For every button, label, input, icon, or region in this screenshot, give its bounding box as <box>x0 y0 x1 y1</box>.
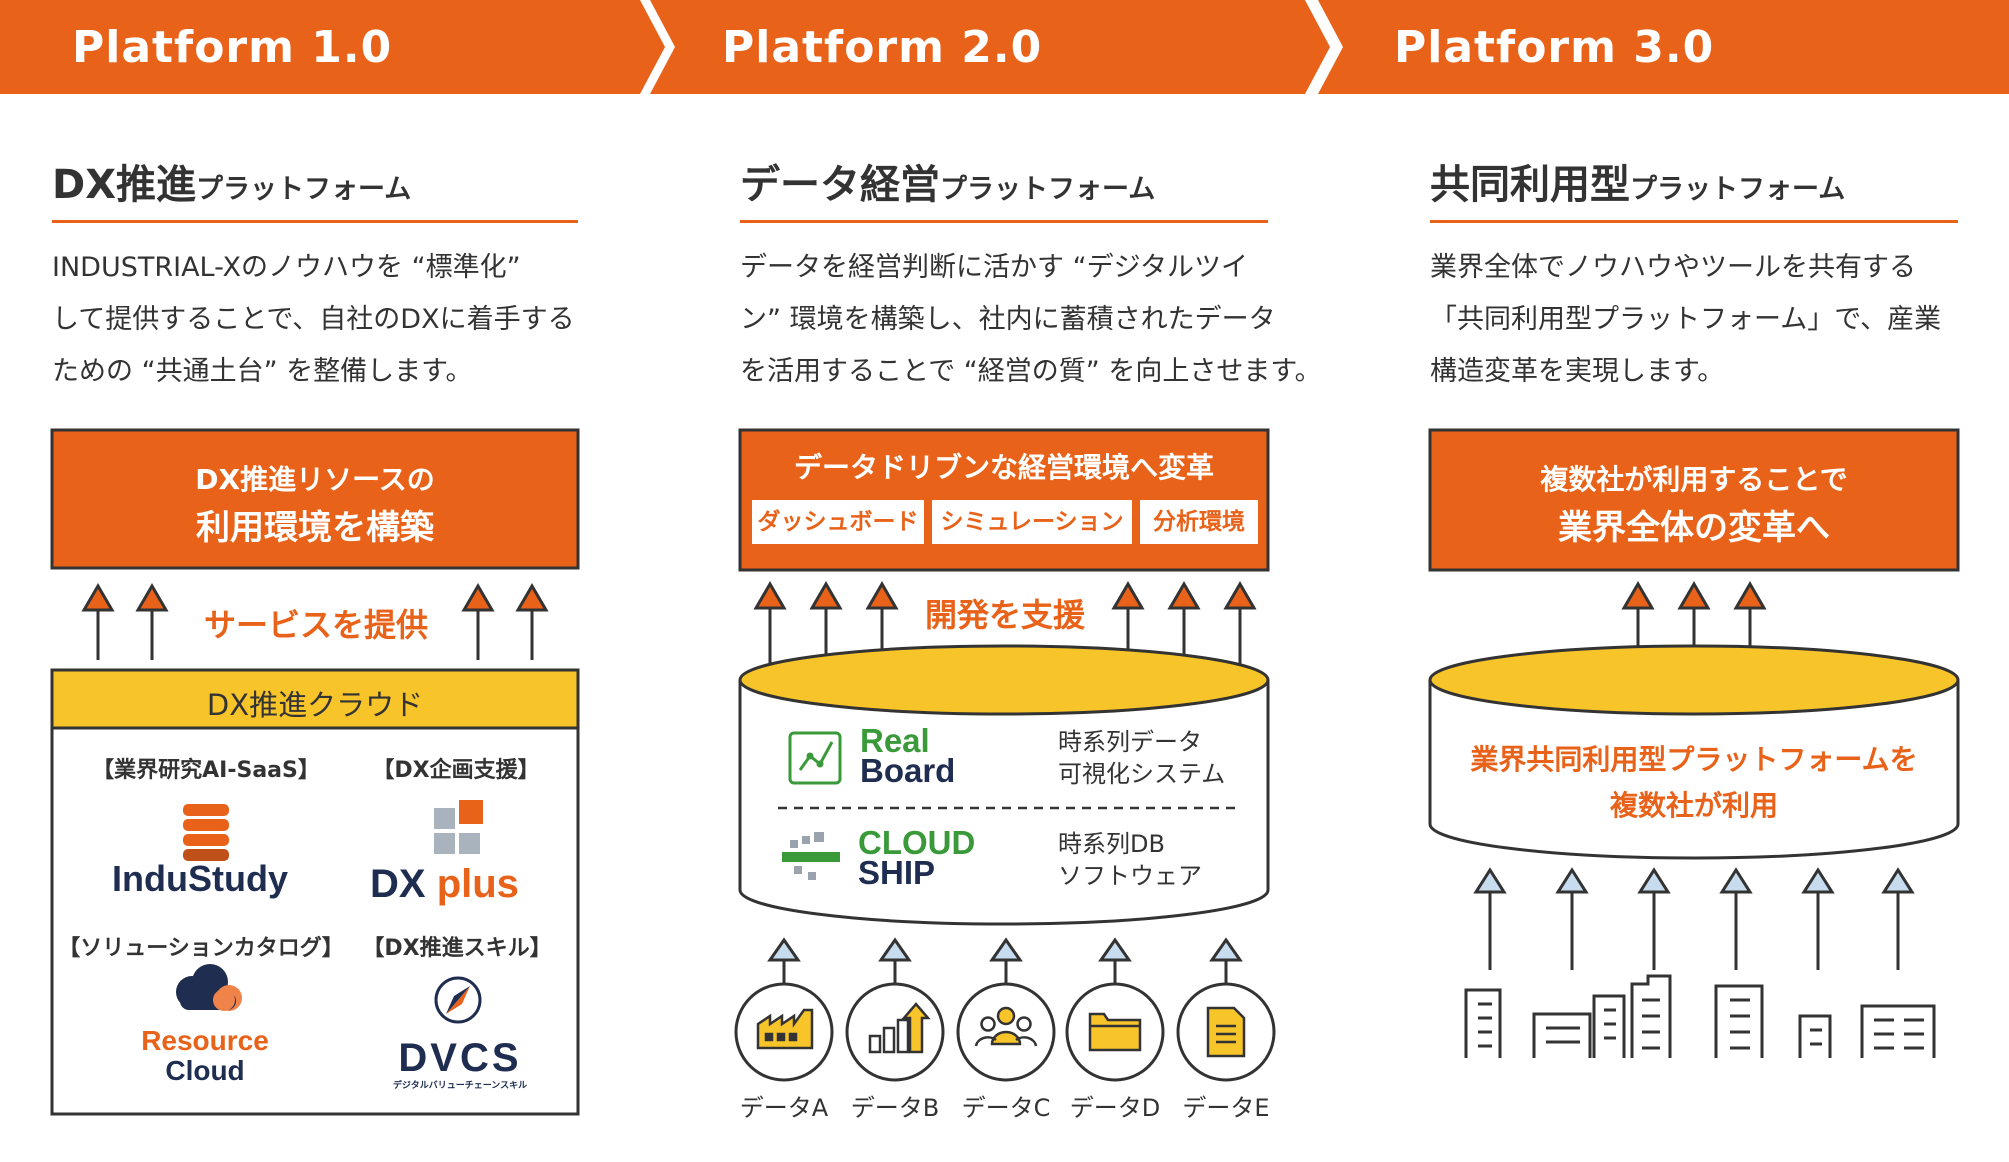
realboard-desc-line2: 可視化システム <box>1058 760 1226 788</box>
col1-top-box-line1: DX推進リソースの <box>195 463 435 496</box>
data-source-label: データE <box>1182 1094 1270 1122</box>
database-icon <box>183 804 229 861</box>
col2-heading: データ経営プラットフォーム <box>740 152 1155 210</box>
resource-cloud-logo-line2: Cloud <box>165 1055 245 1086</box>
cloudship-desc-line1: 時系列DB <box>1058 830 1165 858</box>
col2-description: データを経営判断に活かす “デジタルツイ ン” 環境を構築し、社内に蓄積されたデ… <box>740 242 1322 398</box>
folder-icon <box>1088 1012 1142 1052</box>
col1-heading-main: DX推進 <box>52 162 197 208</box>
industudy-logo: InduStudy <box>112 858 288 899</box>
col3-divider <box>1430 220 1958 223</box>
band-label-platform-3: Platform 3.0 <box>1394 22 1715 73</box>
col3-top-box-line1: 複数社が利用することで <box>1540 463 1848 496</box>
realboard-desc: 時系列データ 可視化システム <box>1058 726 1225 790</box>
realboard-logo-line2: Board <box>860 752 956 789</box>
resource-cloud-logo: Resource Cloud <box>110 1026 300 1086</box>
cloudship-logo-line1: CLOUD <box>858 824 976 861</box>
dvcs-logo: DVCS <box>398 1036 522 1080</box>
dvcs-logo-caption: デジタルバリューチェーンスキル <box>392 1081 528 1091</box>
compass-icon <box>434 976 482 1024</box>
factory-icon <box>756 1008 814 1050</box>
col1-heading: DX推進プラットフォーム <box>52 152 411 210</box>
col2-desc-line: データを経営判断に活かす “デジタルツイ <box>740 252 1249 283</box>
tag-analysis: 分析環境 <box>1140 500 1258 544</box>
col1-desc-line: INDUSTRIAL-Xのノウハウを “標準化” <box>52 252 521 283</box>
cloudship-desc-line2: ソフトウェア <box>1058 862 1202 890</box>
growth-chart-icon <box>868 1002 931 1054</box>
col3-cylinder-line1: 業界共同利用型プラットフォームを <box>1470 743 1918 776</box>
col2-desc-line: を活用することで “経営の質” を向上させます。 <box>740 356 1322 387</box>
cloudship-logo-line2: SHIP <box>858 854 936 891</box>
document-icon <box>1206 1006 1246 1058</box>
col2-heading-sub: プラットフォーム <box>940 174 1156 205</box>
col3-cylinder <box>1428 644 1960 860</box>
col3-up-arrows <box>1621 581 1767 672</box>
col2-top-box-title: データドリブンな経営環境へ変革 <box>793 451 1214 484</box>
col3-heading-main: 共同利用型 <box>1430 162 1630 208</box>
col3-desc-line: 構造変革を実現します。 <box>1430 356 1725 387</box>
col3-top-box <box>1428 428 1960 572</box>
ship-icon <box>782 832 840 880</box>
col3-cylinder-line2: 複数社が利用 <box>1609 789 1778 822</box>
blocks-icon <box>434 800 483 854</box>
col2-divider <box>740 220 1268 223</box>
col3-description: 業界全体でノウハウやツールを共有する 「共同利用型プラットフォーム」で、産業 構… <box>1430 242 1941 398</box>
col3-company-arrows <box>1473 867 1915 970</box>
realboard-logo: Real Board <box>860 722 956 789</box>
col1-item-category: 【DX企画支援】 <box>372 758 540 783</box>
col1-divider <box>52 220 578 223</box>
data-source-label: データA <box>739 1094 829 1122</box>
dxplus-logo-sub: plus <box>436 862 519 906</box>
realboard-desc-line1: 時系列データ <box>1058 728 1202 756</box>
people-icon <box>974 1006 1038 1047</box>
col3-top-box-line2: 業界全体の変革へ <box>1558 508 1830 548</box>
col1-top-box-line2: 利用環境を構築 <box>196 508 434 548</box>
col1-item-category: 【ソリューションカタログ】 <box>58 936 344 961</box>
col1-cloud-header: DX推進クラウド <box>206 688 424 722</box>
col2-source-arrows <box>767 937 1243 986</box>
band-platform-1 <box>0 0 665 94</box>
col1-top-box <box>50 428 580 570</box>
band-platform-2 <box>650 0 1330 94</box>
data-source-label: データC <box>961 1094 1051 1122</box>
col2-cylinder <box>738 644 1270 926</box>
col3-desc-line: 業界全体でノウハウやツールを共有する <box>1430 252 1916 283</box>
dxplus-logo-main: DX <box>370 862 426 906</box>
col1-desc-line: ための “共通土台” を整備します。 <box>52 356 473 387</box>
col2-desc-line: ン” 環境を構築し、社内に蓄積されたデータ <box>740 304 1276 335</box>
buildings-icon <box>1464 974 1936 1058</box>
col2-heading-main: データ経営 <box>740 162 940 208</box>
dxplus-logo: DX plus <box>370 862 519 907</box>
band-platform-3 <box>1318 0 2009 94</box>
resource-cloud-logo-line1: Resource <box>141 1025 269 1056</box>
cloudship-logo: CLOUD SHIP <box>858 824 976 891</box>
col3-desc-line: 「共同利用型プラットフォーム」で、産業 <box>1430 304 1942 335</box>
tag-simulation: シミュレーション <box>932 500 1132 544</box>
cloud-icon <box>176 964 242 1011</box>
cloudship-desc: 時系列DB ソフトウェア <box>1058 828 1202 892</box>
col1-desc-line: して提供することで、自社のDXに着手する <box>52 304 575 335</box>
col3-heading: 共同利用型プラットフォーム <box>1430 152 1845 210</box>
col1-arrow-label: サービスを提供 <box>203 606 428 644</box>
data-source-label: データD <box>1069 1094 1161 1122</box>
band-label-platform-2: Platform 2.0 <box>722 22 1043 73</box>
col2-up-arrows <box>753 581 1257 672</box>
col2-arrow-label: 開発を支援 <box>924 596 1085 634</box>
band-label-platform-1: Platform 1.0 <box>72 22 393 73</box>
data-source-label: データB <box>850 1094 940 1122</box>
col3-heading-sub: プラットフォーム <box>1630 174 1846 205</box>
col1-item-category: 【業界研究AI-SaaS】 <box>92 758 320 783</box>
col1-item-category: 【DX推進スキル】 <box>362 936 552 961</box>
tag-dashboard: ダッシュボード <box>752 500 924 544</box>
col1-cloud-box <box>50 726 580 1116</box>
col1-description: INDUSTRIAL-Xのノウハウを “標準化” して提供することで、自社のDX… <box>52 242 575 398</box>
col1-heading-sub: プラットフォーム <box>196 174 412 205</box>
realboard-logo-line1: Real <box>860 722 930 759</box>
col1-cloud-header-bg <box>50 668 580 730</box>
chart-icon <box>788 731 842 785</box>
col1-up-arrows <box>81 583 549 660</box>
